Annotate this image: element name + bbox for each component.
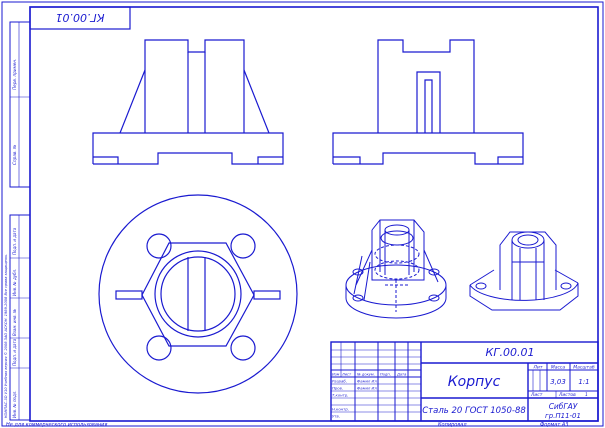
side-view: [332, 39, 524, 165]
format-label: Формат А3: [540, 422, 568, 428]
razrab-label: Разраб.: [332, 379, 347, 384]
prov-name: Фамил Ил: [357, 386, 377, 391]
sheet-label: Лист: [530, 392, 543, 398]
list-header: Лист: [341, 373, 352, 377]
part-title: Корпус: [448, 374, 501, 390]
utv-label: Утв.: [332, 414, 340, 419]
side-strip: Перв. примен. Справ. № Подп. и дата Инв.…: [4, 21, 31, 421]
copied-label: Копировал: [438, 422, 467, 428]
inv-podl-label: Инв. № подл.: [12, 390, 17, 418]
podp-header: Подп.: [380, 373, 391, 377]
noncommercial-notice: Не для коммерческого использования: [6, 422, 107, 428]
drawing-frame: [29, 6, 599, 422]
ndoc-header: № докум.: [356, 373, 375, 377]
sheets-value: 1: [585, 392, 588, 398]
doc-code: КГ.00.01: [486, 346, 535, 359]
razrab-name: Фамил Ил: [357, 379, 377, 384]
sheets-label: Листов: [558, 392, 576, 398]
podp-data-label: Подп. и дата: [12, 227, 17, 255]
org-name: СибГАУ: [549, 402, 578, 411]
inv-dubl-label: Инв. № дубл.: [12, 269, 17, 296]
title-block: [330, 341, 599, 422]
izm-header: Изм: [332, 373, 340, 377]
iso-view: [469, 231, 579, 311]
mass-header: Масса: [551, 365, 566, 371]
mass-value: 3,03: [550, 378, 566, 386]
org-group: гр.П11-01: [545, 412, 581, 420]
prov-label: Пров.: [332, 386, 343, 391]
podp-data2-label: Подп. и дата: [12, 338, 17, 366]
scale-header: Масштаб: [573, 365, 595, 371]
sprav-label: Справ. №: [12, 144, 17, 165]
nkontr-label: Н.контр.: [332, 407, 349, 412]
lit-header: Лит: [533, 365, 543, 371]
material-text: Сталь 20 ГОСТ 1050-88: [422, 406, 526, 416]
vzam-inv-label: Взам. инв. №: [12, 309, 17, 336]
top-code-box: КГ.00.01: [29, 6, 131, 30]
front-view: [92, 39, 284, 165]
tkontr-label: Т.контр.: [332, 393, 348, 398]
top-code-text: КГ.00.01: [56, 11, 105, 24]
scale-value: 1:1: [578, 378, 589, 386]
perv-primen-label: Перв. примен.: [12, 59, 17, 90]
iso-section-view: [345, 219, 447, 319]
data-header: Дата: [396, 373, 406, 377]
top-view: [98, 194, 298, 394]
kompas-notice: КОМПАС-3D V10 Учебная версия © 2008 ЗАО …: [4, 254, 8, 418]
